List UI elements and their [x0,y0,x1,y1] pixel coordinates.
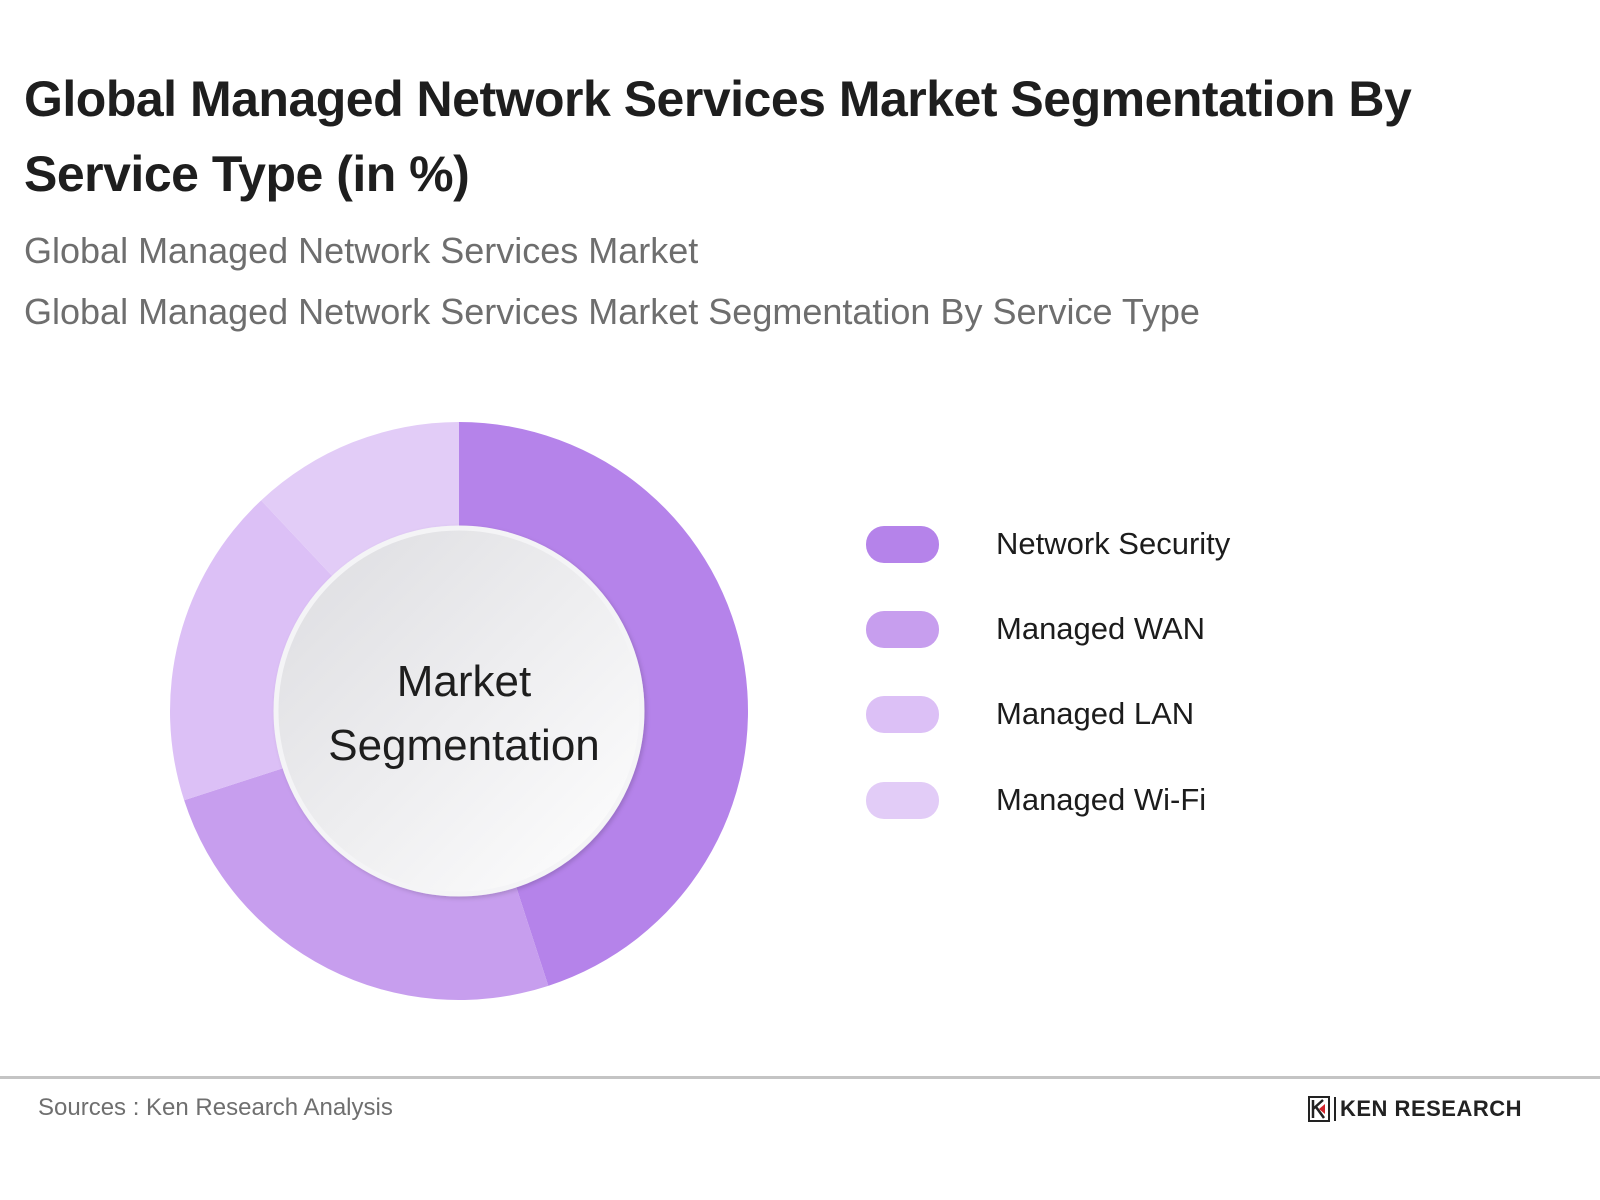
legend-item-managed-lan[interactable]: Managed LAN [866,694,1366,734]
legend-label: Managed LAN [996,696,1195,731]
donut-slice-managed-lan[interactable] [170,500,357,801]
donut-center-disc [273,525,645,897]
ken-research-logo: KEN RESEARCH [1308,1096,1522,1122]
ken-research-k-icon [1308,1096,1330,1122]
footer-divider [0,1076,1600,1079]
subtitle-market: Global Managed Network Services Market [24,230,699,271]
legend-swatch [866,525,939,563]
center-label-line-2: Segmentation [328,721,600,770]
legend-label: Managed Wi-Fi [996,782,1207,817]
legend-swatch [866,781,939,819]
logo-separator [1334,1097,1336,1121]
legend-item-network-security[interactable]: Network Security [866,524,1366,564]
source-note: Sources : Ken Research Analysis [38,1094,393,1121]
brand-name: KEN RESEARCH [1340,1096,1523,1121]
donut-slice-managed-wan[interactable] [184,757,549,1000]
legend-label: Managed WAN [996,611,1206,646]
legend-label: Network Security [996,526,1231,561]
center-label-line-1: Market [396,657,532,706]
legend-item-managed-wan[interactable]: Managed WAN [866,609,1366,649]
legend-swatch [866,695,939,733]
donut-center-label: Market Segmentation [279,650,649,778]
donut-chart: Market Segmentation [0,400,900,1040]
legend-swatch [866,610,939,648]
subtitle-segmentation: Global Managed Network Services Market S… [24,291,1200,332]
chart-title: Global Managed Network Services Market S… [24,71,1412,202]
legend-item-managed-wifi[interactable]: Managed Wi-Fi [866,780,1366,820]
donut-svg [170,422,748,1000]
